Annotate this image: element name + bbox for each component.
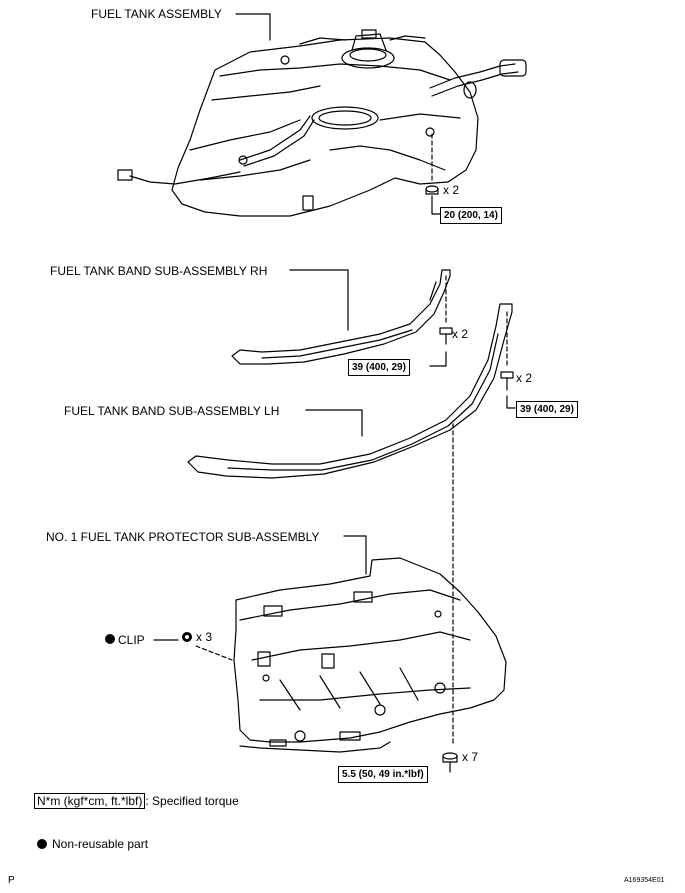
torque-rh-bolt: 39 (400, 29) — [348, 359, 410, 376]
qty-protector-bolt: x 7 — [462, 750, 479, 764]
legend-torque: N*m (kgf*cm, ft.*lbf): Specified torque — [34, 793, 239, 809]
footer-p: P — [8, 875, 15, 886]
label-fuel-tank-assembly: FUEL TANK ASSEMBLY — [91, 7, 222, 21]
torque-protector-bolt: 5.5 (50, 49 in.*lbf) — [338, 766, 428, 783]
torque-lh-bolt: 39 (400, 29) — [516, 401, 578, 418]
label-clip: CLIP — [118, 633, 145, 647]
qty-clip: x 3 — [196, 630, 213, 644]
fuel-tank-drawing — [117, 29, 527, 217]
label-band-lh: FUEL TANK BAND SUB-ASSEMBLY LH — [64, 404, 280, 418]
nonreusable-dot-icon — [105, 634, 115, 644]
protector-drawing — [233, 557, 507, 753]
figure-id: A169354E01 — [624, 877, 665, 884]
qty-tank-nut: x 2 — [443, 183, 460, 197]
legend-nonreusable: Non-reusable part — [52, 837, 149, 851]
legend-torque-box: N*m (kgf*cm, ft.*lbf) — [34, 793, 146, 809]
label-protector: NO. 1 FUEL TANK PROTECTOR SUB-ASSEMBLY — [46, 530, 320, 544]
torque-tank-nut: 20 (200, 14) — [440, 207, 502, 224]
band-lh-drawing — [187, 303, 513, 479]
legend-dot-icon — [37, 839, 47, 849]
qty-rh-bolt: x 2 — [452, 327, 469, 341]
label-band-rh: FUEL TANK BAND SUB-ASSEMBLY RH — [50, 264, 268, 278]
qty-lh-bolt: x 2 — [516, 371, 533, 385]
band-rh-drawing — [231, 269, 451, 365]
legend-torque-text: : Specified torque — [145, 794, 239, 808]
